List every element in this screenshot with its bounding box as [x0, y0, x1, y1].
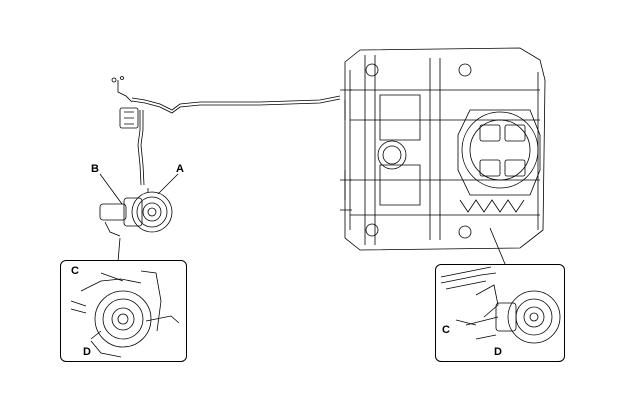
leader-a — [157, 173, 179, 195]
callout-c-right: C — [442, 324, 450, 336]
leader-right — [489, 227, 506, 265]
callout-d-left: D — [83, 346, 91, 358]
inset-left-drawing — [70, 270, 180, 358]
inset-right-drawing — [440, 266, 561, 344]
brake-assembly — [99, 188, 173, 237]
brake-line — [117, 80, 341, 186]
detail-inset-left: C D — [60, 260, 187, 362]
detail-inset-right: C D — [435, 264, 565, 362]
callout-d-right: D — [494, 346, 502, 358]
callout-c-left: C — [71, 265, 79, 277]
callout-a: A — [176, 163, 184, 175]
leader-left — [117, 237, 121, 263]
underbody-frame — [340, 47, 546, 251]
callout-b: B — [91, 163, 99, 175]
leader-b — [99, 173, 123, 205]
connector-bracket — [111, 76, 139, 129]
